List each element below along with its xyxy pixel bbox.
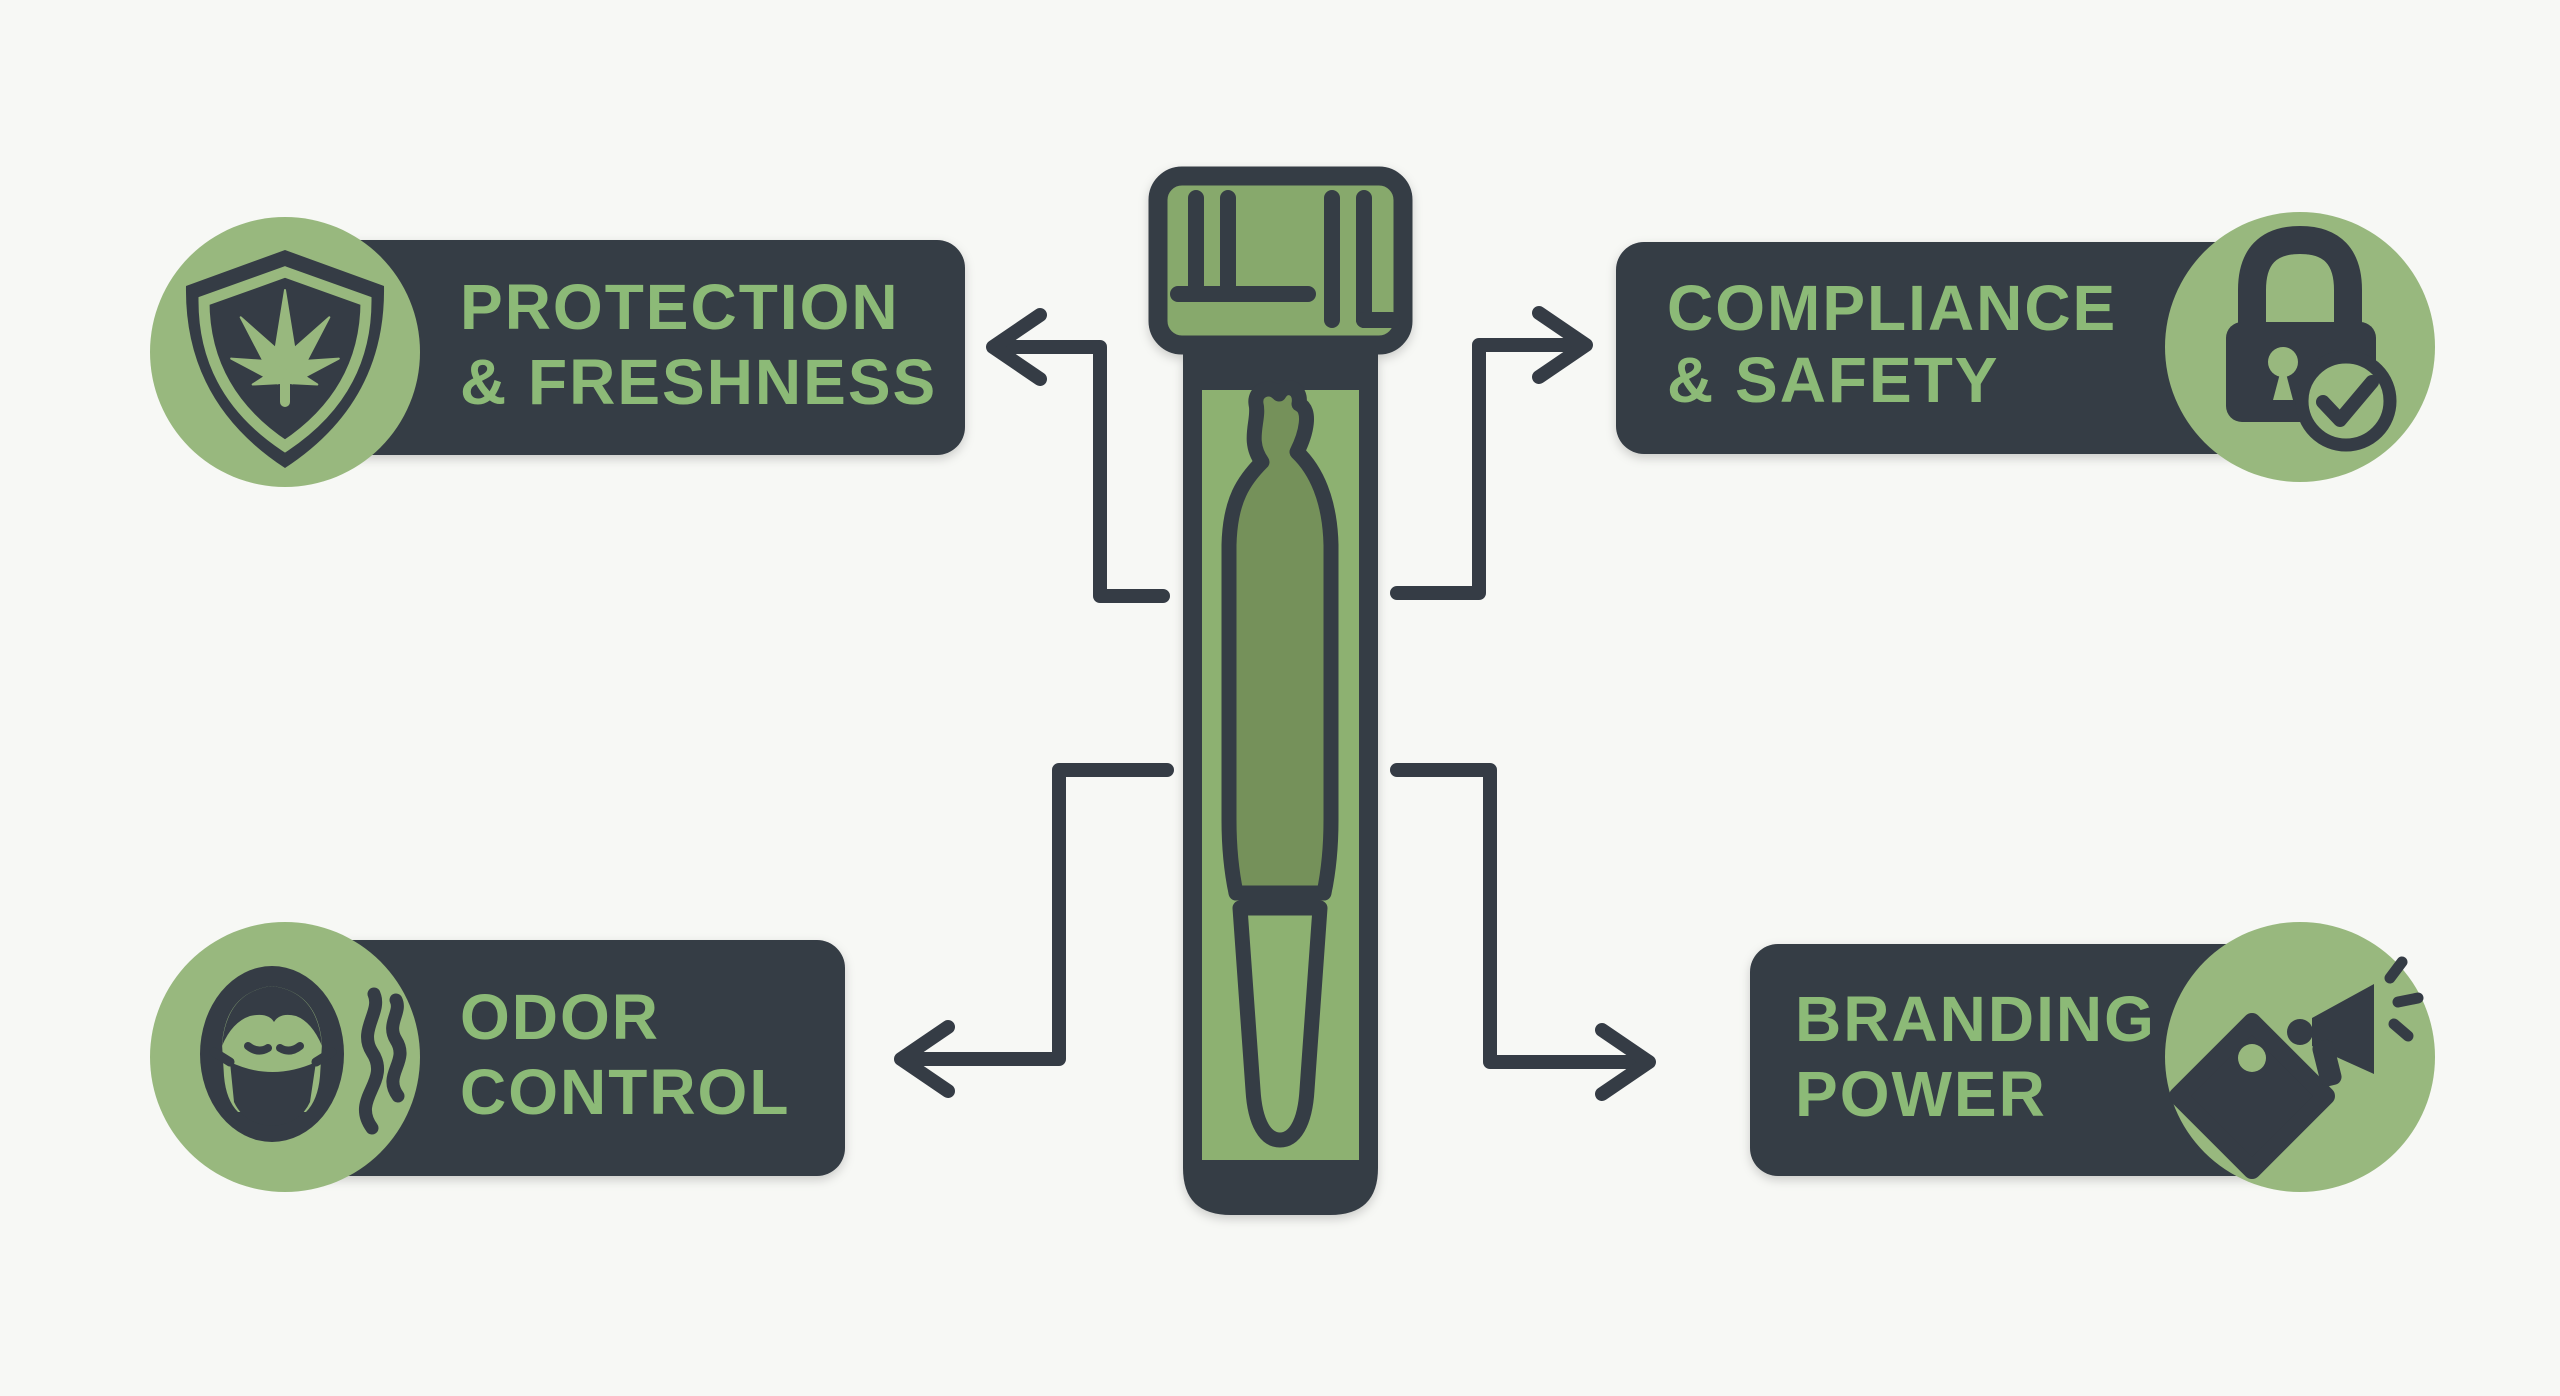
compliance-label-line2: & SAFETY (1667, 344, 1999, 416)
arrow-to-compliance (1390, 306, 1593, 600)
protection-label-line2: & FRESHNESS (460, 346, 937, 418)
arrow-to-odor (894, 763, 1174, 1098)
joint-icon (1221, 380, 1339, 1148)
smoke-wisps-icon (359, 987, 407, 1135)
arrowhead-right-bottom (1595, 1023, 1656, 1101)
odor-icon-badge (150, 922, 420, 1192)
compliance-label-line1: COMPLIANCE (1667, 272, 2117, 344)
preroll-tube-icon (1148, 166, 1413, 1215)
shield-cannabis-leaf-icon (185, 250, 385, 468)
callout-compliance-panel (1616, 242, 2256, 454)
check-badge-icon (2295, 350, 2397, 452)
tag-megaphone-icon (2169, 956, 2424, 1179)
protection-label-line1: PROTECTION (460, 271, 900, 343)
callout-protection-panel (240, 240, 965, 455)
tube-cap (1148, 166, 1413, 355)
masked-face-smoke-icon (200, 966, 407, 1142)
branding-label-line2: POWER (1795, 1058, 2047, 1130)
arrowhead-left-top (986, 308, 1047, 386)
branding-icon-badge (2165, 922, 2435, 1192)
megaphone-icon (2287, 956, 2424, 1087)
arrowhead-right-top (1532, 306, 1593, 384)
cannabis-leaf-icon (230, 289, 340, 407)
arrow-to-branding (1390, 763, 1656, 1101)
arrowhead-left-bottom (894, 1020, 955, 1098)
compliance-icon-badge (2165, 212, 2435, 482)
protection-icon-badge (150, 217, 420, 487)
arrow-to-protection (986, 308, 1170, 603)
odor-label-line2: CONTROL (460, 1056, 790, 1128)
branding-label-line1: BRANDING (1795, 983, 2156, 1055)
padlock-check-icon (2226, 225, 2397, 452)
odor-label-line1: ODOR (460, 981, 660, 1053)
